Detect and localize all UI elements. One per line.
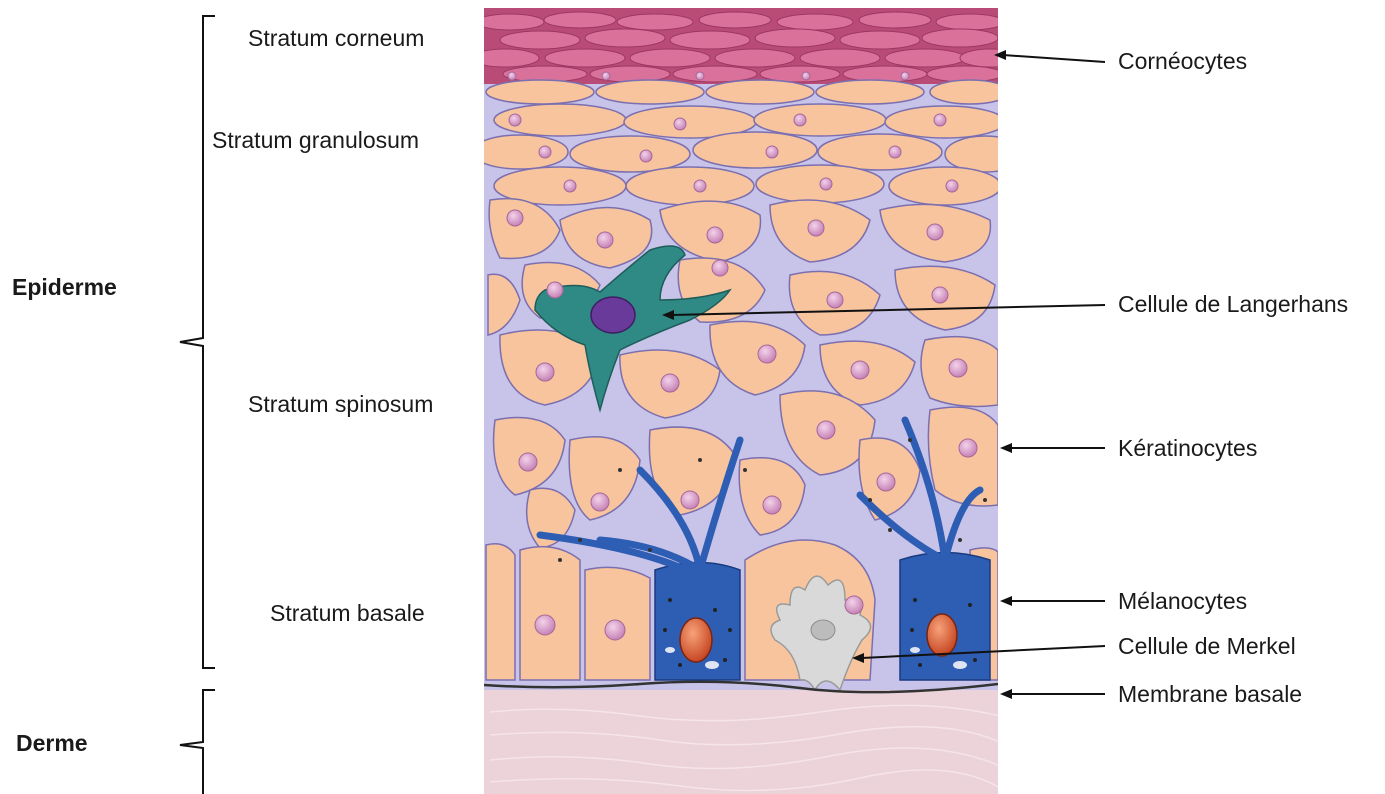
corneum-layer bbox=[471, 8, 1020, 84]
derme-bracket bbox=[180, 690, 215, 794]
tissue-illustration bbox=[471, 8, 1025, 794]
keratinocytes-label: Kératinocytes bbox=[1118, 435, 1257, 461]
corneocytes-label: Cornéocytes bbox=[1118, 48, 1247, 74]
stratum-spinosum-label: Stratum spinosum bbox=[248, 391, 433, 417]
stratum-granulosum-label: Stratum granulosum bbox=[212, 127, 419, 153]
epiderme-label: Epiderme bbox=[12, 274, 117, 300]
melanocytes-label: Mélanocytes bbox=[1118, 588, 1247, 614]
derme-label: Derme bbox=[16, 730, 88, 756]
stratum-basale-label: Stratum basale bbox=[270, 600, 425, 626]
membrane-label: Membrane basale bbox=[1118, 681, 1302, 707]
merkel-label: Cellule de Merkel bbox=[1118, 633, 1296, 659]
stratum-corneum-label: Stratum corneum bbox=[248, 25, 424, 51]
langerhans-label: Cellule de Langerhans bbox=[1118, 291, 1348, 317]
epiderme-bracket bbox=[180, 16, 215, 668]
